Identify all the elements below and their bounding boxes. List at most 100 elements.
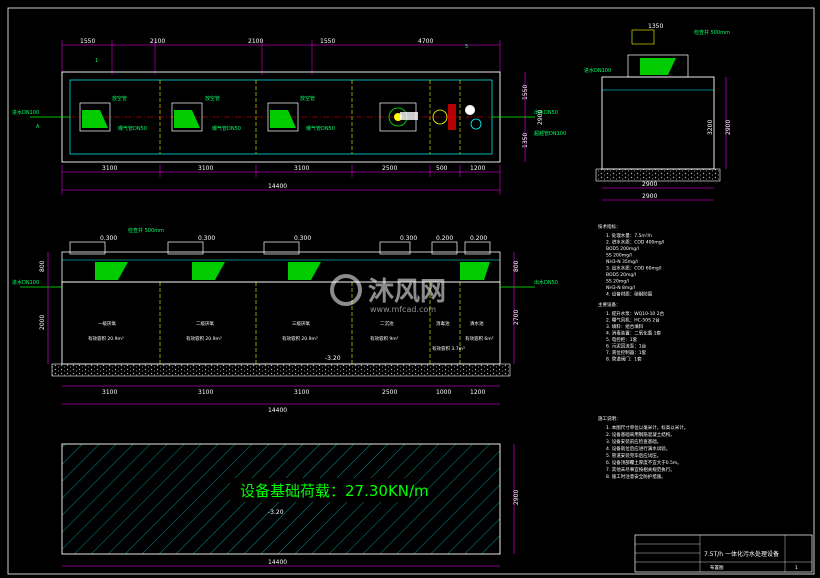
notes-line-1-9: 4. 设备材质：碳钢防腐 (606, 291, 653, 298)
plan-axis-5: 5 (465, 44, 468, 50)
side-view: 1350 进水DN100 检查井 500mm 2900 2900 2900 32… (584, 23, 732, 201)
plan-bypass-label: 超越管DN100 (534, 130, 566, 137)
watermark-url: www.mfcad.com (370, 305, 436, 314)
section-dim-6: 1200 (470, 389, 485, 396)
plan-top-dim-4: 1550 (320, 38, 335, 45)
notes-line-1-1: 2. 进水水质：COD 400mg/l (606, 239, 664, 246)
notes-line-1-5: 3. 出水水质：COD 60mg/l (606, 265, 662, 272)
sheet-border (7, 7, 815, 575)
plan-drain-label-1: 放空管 (112, 95, 127, 102)
notes-line-2-4: 5. 电控柜：1套 (606, 336, 638, 343)
chamber-name-1: 一级厌氧 (98, 320, 116, 327)
plan-top-dim-1: 1550 (80, 38, 95, 45)
notes-line-1-7: SS 20mg/l (606, 279, 629, 285)
notes-line-3-2: 3. 设备安装前应检查基础。 (606, 438, 661, 445)
notes-line-3-0: 1. 本图尺寸单位以毫米计，标高以米计。 (606, 424, 688, 431)
notes-line-1-8: NH3-N 8mg/l (606, 285, 635, 291)
section-left-h-2: 2000 (39, 315, 46, 330)
foundation-level: -3.20 (268, 509, 284, 516)
section-dim-5: 1000 (436, 389, 451, 396)
plan-top-dim-5: 4700 (418, 38, 433, 45)
title-block: 7.5T/h 一体化污水处理设备 布置图 1 (634, 534, 813, 573)
title-sheet: 1 (795, 565, 798, 571)
tech-notes: 技术指标：1. 处理水量：7.5m³/h2. 进水水质：COD 400mg/l … (598, 223, 688, 480)
chamber-volume-3: 有效容积 20.9m³ (282, 335, 318, 342)
section-elev-3: 0.300 (294, 235, 311, 242)
plan-bottom-dim-4: 2500 (382, 165, 397, 172)
plan-right-dim-1: 1550 (522, 85, 529, 100)
section-elev-4: 0.300 (400, 235, 417, 242)
plan-drain-label-2: 放空管 (205, 95, 220, 102)
plan-aeration-label-3: 曝气管DN50 (306, 125, 335, 132)
notes-line-2-3: 4. 消毒装置：二氧化氯 1套 (606, 330, 662, 337)
side-top-dim: 1350 (648, 23, 663, 30)
notes-line-3-3: 4. 设备就位后应进行满水试验。 (606, 445, 670, 452)
section-elev-2: 0.300 (198, 235, 215, 242)
title-main: 7.5T/h 一体化污水处理设备 (704, 550, 779, 558)
plan-section-a: A (36, 124, 40, 130)
notes-heading-2: 主要设备： (598, 301, 621, 308)
notes-line-1-4: NH3-N 35mg/l (606, 259, 638, 265)
chamber-name-5: 消毒池 (436, 320, 450, 327)
section-elev-1: 0.300 (100, 235, 117, 242)
watermark-brand: 沐风网 (368, 277, 446, 307)
foundation-plan: 设备基础荷载：27.30KN/m -3.20 14400 2900 (61, 443, 520, 567)
plan-top-dim-3: 2100 (248, 38, 263, 45)
side-height-2: 3200 (707, 120, 714, 135)
plan-drain-label-3: 放空管 (300, 95, 315, 102)
notes-line-2-5: 6. 污泥回流泵：1台 (606, 343, 647, 350)
notes-line-1-0: 1. 处理水量：7.5m³/h (606, 232, 652, 239)
chamber-volume-4: 有效容积 9m³ (370, 335, 399, 342)
foundation-load-text: 设备基础荷载：27.30KN/m (240, 482, 429, 500)
plan-right-dim-2: 1350 (522, 133, 529, 148)
watermark: 沐风网 www.mfcad.com (330, 274, 446, 314)
notes-line-2-0: 1. 提升水泵：WQ10-10 2台 (606, 310, 665, 317)
section-view: 0.300 0.300 0.300 0.300 0.200 0.200 检查井 … (12, 227, 558, 414)
chamber-volume-2: 有效容积 20.9m³ (186, 335, 222, 342)
chamber-volume-1: 有效容积 20.9m³ (88, 335, 124, 342)
plan-aeration-label-2: 曝气管DN50 (212, 125, 241, 132)
section-dim-1: 3100 (102, 389, 117, 396)
section-depth: -3.20 (325, 355, 341, 362)
notes-line-2-7: 8. 管道阀门：1套 (606, 356, 642, 363)
section-elev-5: 0.200 (436, 235, 453, 242)
plan-right-dim-total: 2900 (537, 110, 544, 125)
section-right-h-2: 2700 (513, 310, 520, 325)
notes-line-2-1: 2. 曝气风机：HC-50S 2台 (606, 317, 660, 324)
plan-bottom-dim-3: 3100 (294, 165, 309, 172)
plan-bottom-dim-1: 3100 (102, 165, 117, 172)
plan-outlet-label: 出水DN50 (534, 109, 558, 116)
section-outlet-label: 出水DN50 (534, 279, 558, 286)
plan-aeration-label-1: 曝气管DN50 (118, 125, 147, 132)
plan-axis-1: 1 (95, 58, 98, 64)
notes-line-1-2: BOD5 200mg/l (606, 246, 639, 252)
notes-heading-3: 施工说明： (598, 415, 621, 422)
notes-line-2-2: 3. 填料：组合填料 (606, 323, 644, 330)
chamber-name-2: 二级厌氧 (196, 320, 214, 327)
side-bottom-dim-2: 2900 (642, 193, 657, 200)
section-elev-6: 0.200 (470, 235, 487, 242)
notes-line-1-3: SS 200mg/l (606, 253, 632, 259)
chamber-volume-5: 有效容积 3.7m³ (432, 345, 465, 352)
notes-line-2-6: 7. 液位控制器：1套 (606, 349, 647, 356)
chamber-name-4: 二沉池 (380, 320, 394, 327)
chamber-name-6: 清水池 (470, 320, 484, 327)
section-manhole-label: 检查井 500mm (128, 227, 164, 234)
plan-bottom-dim-2: 3100 (198, 165, 213, 172)
plan-inlet-label: 进水DN100 (12, 109, 39, 116)
section-dim-3: 3100 (294, 389, 309, 396)
section-dim-4: 2500 (382, 389, 397, 396)
section-left-h-1: 800 (39, 260, 46, 272)
notes-line-3-7: 8. 施工时注意安全防护措施。 (606, 473, 666, 480)
side-bottom-dim-1: 2900 (642, 181, 657, 188)
plan-view: 1550 2100 2100 1550 4700 进水DN10 (12, 38, 566, 195)
chamber-volume-6: 有效容积 6m³ (465, 335, 494, 342)
foundation-width: 14400 (268, 559, 287, 566)
notes-line-3-4: 5. 管道安装完毕后应试压。 (606, 452, 661, 459)
plan-total-dim: 14400 (268, 183, 287, 190)
plan-bottom-dim-6: 1200 (470, 165, 485, 172)
section-inlet-label: 进水DN100 (12, 279, 39, 286)
plan-top-dim-2: 2100 (150, 38, 165, 45)
side-inlet-label: 进水DN100 (584, 67, 611, 74)
